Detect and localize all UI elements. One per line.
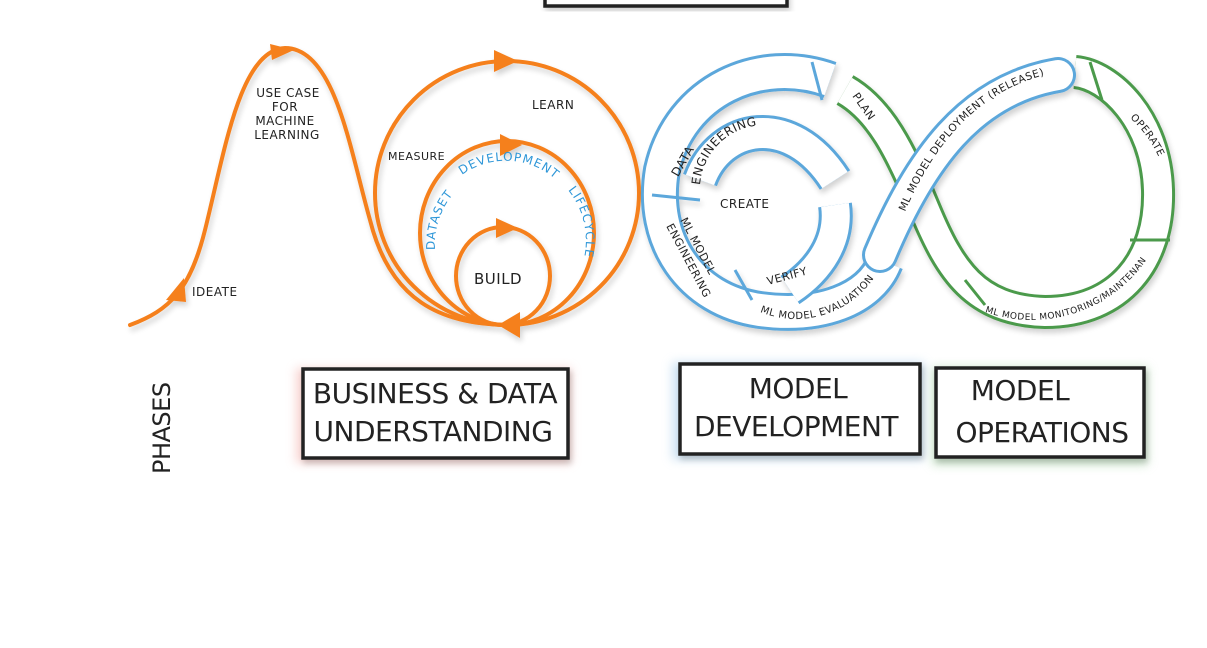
experimentation-curves <box>128 44 641 338</box>
svg-text:MODEL: MODEL <box>971 374 1070 407</box>
phase-model-development: MODEL DEVELOPMENT <box>672 362 924 460</box>
svg-text:UNDERSTANDING: UNDERSTANDING <box>314 415 553 448</box>
learn-label: LEARN <box>532 98 574 112</box>
create-label: CREATE <box>720 197 770 211</box>
phase-business-data-understanding: BUSINESS & DATA UNDERSTANDING <box>296 367 571 463</box>
development-ring <box>640 53 1076 331</box>
arrowheads <box>166 44 522 338</box>
ideate-label: IDEATE <box>192 285 238 299</box>
build-label: BUILD <box>474 270 522 288</box>
svg-text:FOR: FOR <box>272 100 298 114</box>
svg-text:MACHINE: MACHINE <box>255 114 314 128</box>
svg-text:LEARNING: LEARNING <box>254 128 320 142</box>
measure-label: MEASURE <box>388 150 445 163</box>
top-box-partial <box>543 0 789 8</box>
svg-text:USE CASE: USE CASE <box>256 86 320 100</box>
phases-label: PHASES <box>148 382 176 474</box>
ideation-curve <box>128 45 512 327</box>
development-label: DEVELOPMENT <box>456 150 562 182</box>
use-case-label: USE CASE FOR MACHINE LEARNING <box>254 86 320 142</box>
phase-model-operations: MODEL OPERATIONS <box>932 366 1148 465</box>
svg-text:DEVELOPMENT: DEVELOPMENT <box>694 410 899 443</box>
lifecycle-label: LIFECYCLE <box>566 183 597 258</box>
svg-text:BUSINESS & DATA: BUSINESS & DATA <box>313 377 558 410</box>
svg-text:MODEL: MODEL <box>749 372 848 405</box>
svg-text:OPERATIONS: OPERATIONS <box>955 416 1128 449</box>
